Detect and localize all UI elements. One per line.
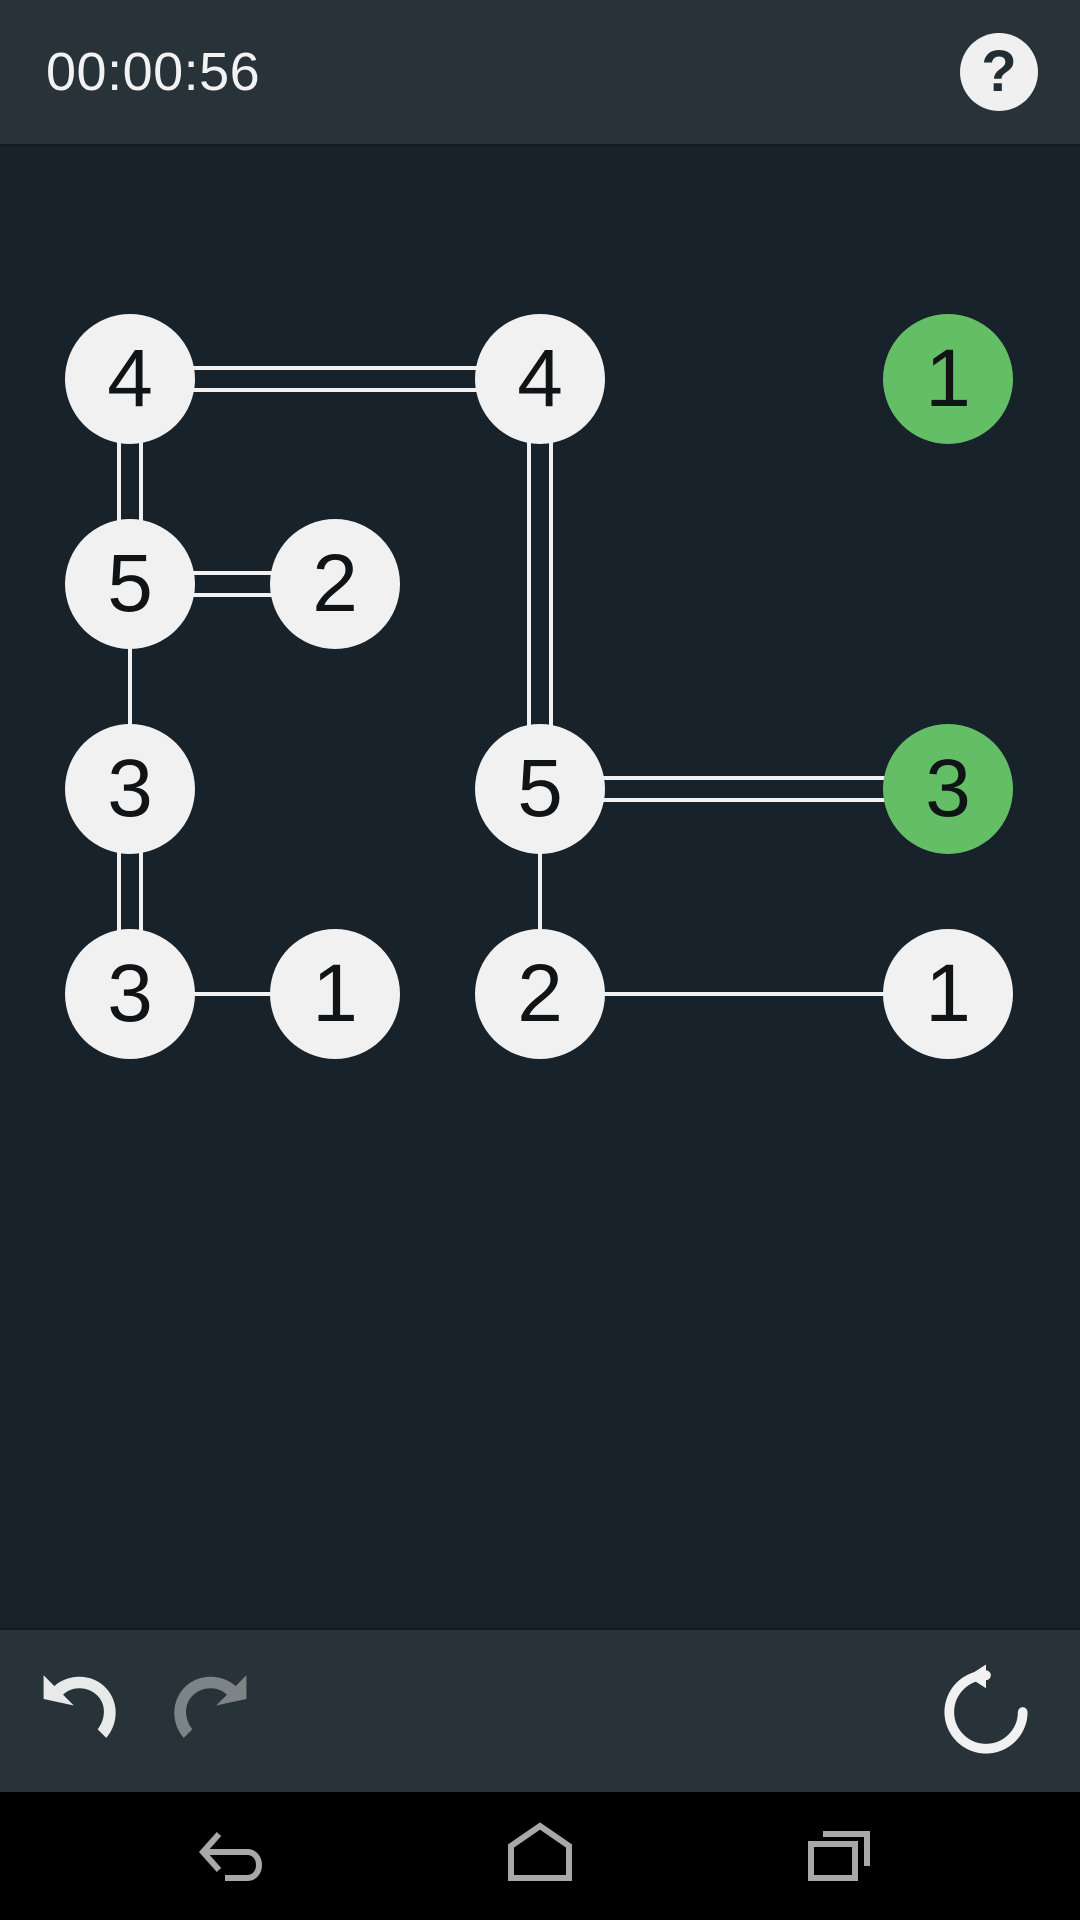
- island-node[interactable]: 4: [475, 314, 605, 444]
- island-node[interactable]: 4: [65, 314, 195, 444]
- android-nav-bar: [0, 1792, 1080, 1920]
- nav-home-button[interactable]: [475, 1814, 605, 1898]
- home-icon: [508, 1822, 572, 1881]
- redo-arrow-icon: [174, 1675, 247, 1738]
- help-button[interactable]: ?: [960, 33, 1038, 111]
- help-icon-circle: [960, 33, 1038, 111]
- timer-display: 00:00:56: [46, 42, 261, 102]
- undo-button[interactable]: [22, 1658, 130, 1766]
- island-node[interactable]: 1: [883, 314, 1013, 444]
- bottom-toolbar: [0, 1628, 1080, 1792]
- bridge-group: [117, 366, 948, 996]
- island-node[interactable]: 3: [65, 724, 195, 854]
- island-node[interactable]: 5: [475, 724, 605, 854]
- back-arrow-icon: [198, 1832, 262, 1881]
- restart-button[interactable]: [932, 1658, 1040, 1766]
- undo-arrow-icon: [43, 1675, 116, 1738]
- island-node[interactable]: 1: [883, 929, 1013, 1059]
- top-bar: 00:00:56 ?: [0, 0, 1080, 146]
- island-node[interactable]: 1: [270, 929, 400, 1059]
- island-node[interactable]: 2: [475, 929, 605, 1059]
- island-node[interactable]: 3: [883, 724, 1013, 854]
- restart-circular-arrow-icon: [944, 1664, 1028, 1754]
- island-node[interactable]: 2: [270, 519, 400, 649]
- recents-icon: [808, 1831, 870, 1881]
- redo-button[interactable]: [160, 1658, 268, 1766]
- island-node[interactable]: 5: [65, 519, 195, 649]
- nav-back-button[interactable]: [175, 1814, 305, 1898]
- nav-recents-button[interactable]: [775, 1814, 905, 1898]
- question-mark-icon: ?: [981, 39, 1017, 104]
- island-node[interactable]: 3: [65, 929, 195, 1059]
